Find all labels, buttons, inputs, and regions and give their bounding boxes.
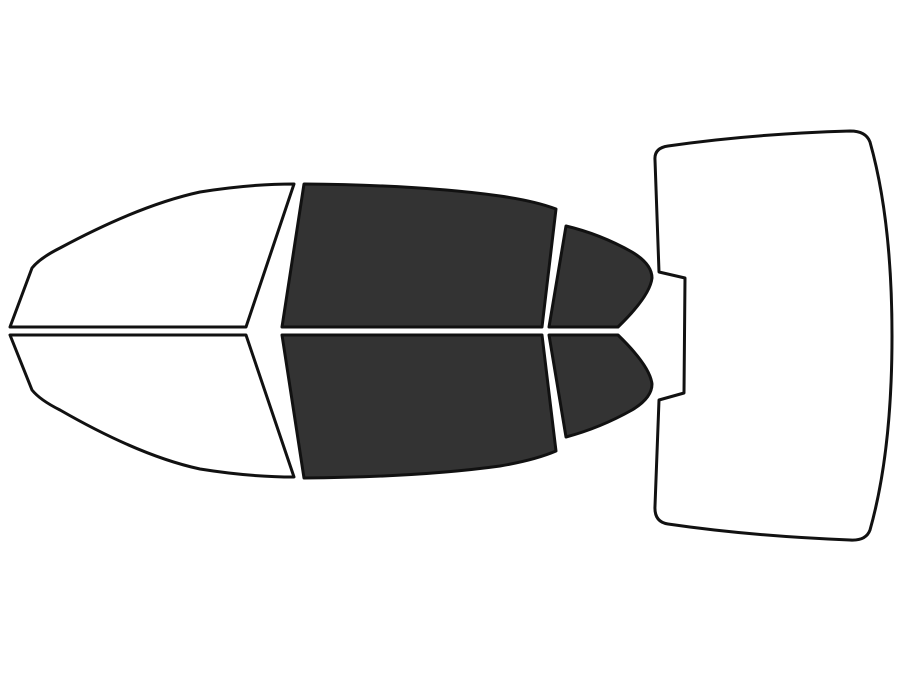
windshield-lower-half [8,333,296,479]
windshield-upper-half [8,182,296,329]
front-door-window-upper [280,182,558,329]
front-door-window-lower [280,333,558,480]
rear-door-window-lower [547,333,654,439]
rear-window [653,129,894,542]
rear-door-window-upper [547,224,654,329]
